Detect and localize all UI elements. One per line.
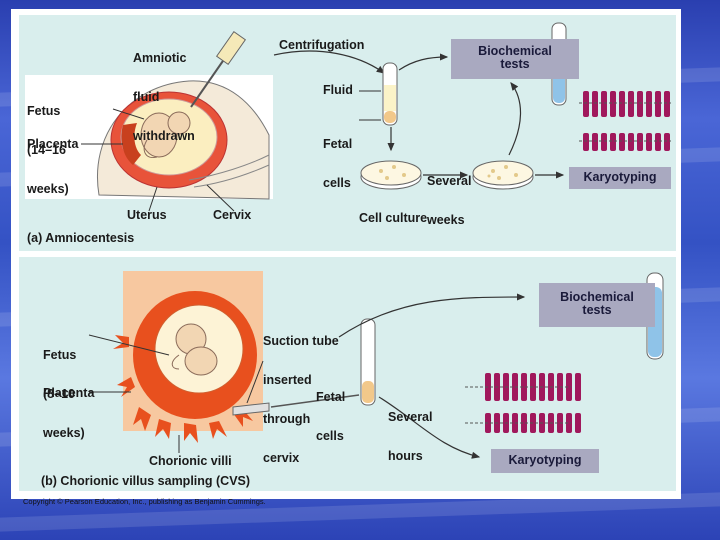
chromosome <box>655 133 661 151</box>
chromosome <box>575 413 581 433</box>
karyotyping-box-a: Karyotyping <box>569 167 671 189</box>
chromosome <box>575 373 581 401</box>
uterus-label: Uterus <box>127 208 167 222</box>
fetus-label: Fetus (14–16 weeks) <box>27 104 69 196</box>
amniocentesis-caption: (a) Amniocentesis <box>27 231 135 245</box>
slide: Amniotic fluid withdrawn Fetus (14–16 we… <box>11 9 681 506</box>
fetus-label-b: Fetus (8–10 weeks) <box>43 348 85 440</box>
cvs-caption: (b) Chorionic villus sampling (CVS) <box>41 474 251 488</box>
chromosome <box>601 133 607 151</box>
placenta-label: Placenta <box>27 137 79 151</box>
chromosome <box>637 91 643 117</box>
chromosome <box>601 91 607 117</box>
chromosome <box>646 133 652 151</box>
chorionic-villi-label: Chorionic villi <box>149 454 232 468</box>
chromosome <box>646 91 652 117</box>
copyright-notice: Copyright © Pearson Education, Inc., pub… <box>23 497 266 506</box>
biochemical-tests-box-b: Biochemical tests <box>539 283 655 327</box>
chromosome <box>610 91 616 117</box>
chromosome <box>664 91 670 117</box>
fetus-shape-b <box>184 346 218 376</box>
chromosome <box>592 133 598 151</box>
placenta-label-b: Placenta <box>43 386 95 400</box>
cell-culture-label: Cell culture <box>359 211 428 225</box>
amniocentesis-panel: Amniotic fluid withdrawn Fetus (14–16 we… <box>19 15 676 251</box>
suction-tube-label: Suction tube inserted through cervix <box>263 334 339 465</box>
chromosome <box>628 133 634 151</box>
chromosome <box>583 133 589 151</box>
chromosome <box>637 133 643 151</box>
cervix-label: Cervix <box>213 208 252 222</box>
karyotype-chromosomes-b <box>485 373 581 433</box>
biochemical-tests-box-a: Biochemical tests <box>451 39 579 79</box>
chromosome <box>521 413 527 433</box>
several-hours-label: Several hours <box>388 410 433 463</box>
fluid-label: Fluid <box>323 83 353 97</box>
chromosome <box>664 133 670 151</box>
cvs-illustration <box>88 271 664 459</box>
chromosome <box>592 91 598 117</box>
amniotic-fluid-label: Amniotic fluid withdrawn <box>133 51 195 143</box>
chromosome <box>521 373 527 401</box>
fetal-cells-label: Fetal cells <box>323 137 353 190</box>
chromosome <box>566 373 572 401</box>
chromosome <box>619 133 625 151</box>
centrifugation-label: Centrifugation <box>279 38 365 52</box>
chromosome <box>610 133 616 151</box>
placenta-shape <box>121 123 141 165</box>
chromosome <box>619 91 625 117</box>
fetal-cells-label-b: Fetal cells <box>316 390 346 443</box>
karyotype-chromosomes-a <box>583 91 670 151</box>
chromosome <box>655 91 661 117</box>
several-weeks-label: Several weeks <box>427 174 472 227</box>
chromosome <box>583 91 589 117</box>
karyotyping-box-b: Karyotyping <box>491 449 599 473</box>
chromosome <box>628 91 634 117</box>
cvs-panel: Fetus (8–10 weeks) Placenta Suction tube… <box>19 257 676 491</box>
chromosome <box>566 413 572 433</box>
